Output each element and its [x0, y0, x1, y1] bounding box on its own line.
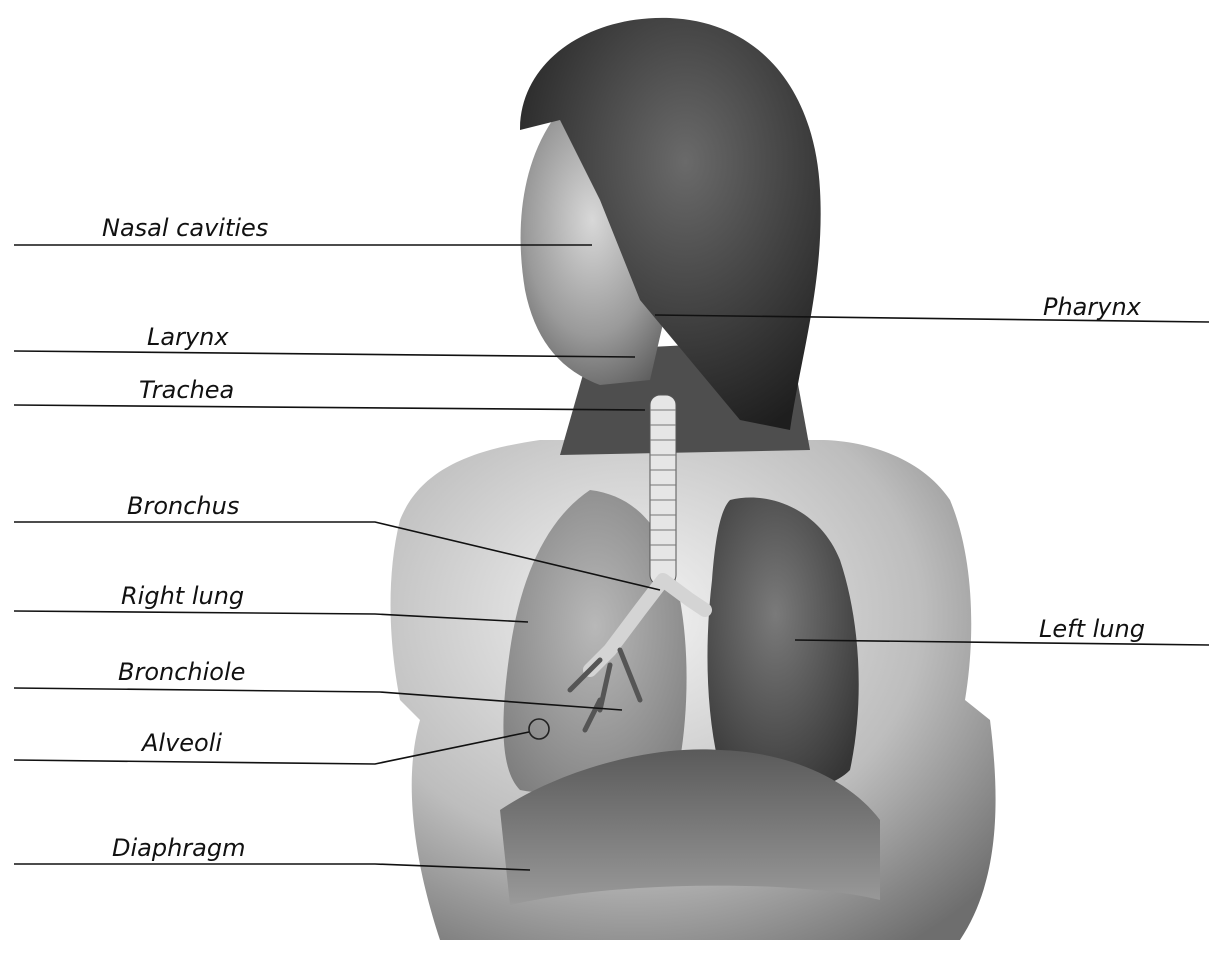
larynx-label: Larynx [147, 325, 229, 349]
nasal-cavities-label: Nasal cavities [102, 216, 268, 240]
torso-figure [391, 18, 996, 940]
alveoli-label: Alveoli [142, 731, 222, 755]
left-lung-label: Left lung [1039, 617, 1145, 641]
bronchiole-label: Bronchiole [118, 660, 245, 684]
pharynx-label: Pharynx [1043, 295, 1141, 319]
trachea-label: Trachea [139, 378, 234, 402]
diaphragm-label: Diaphragm [112, 836, 246, 860]
larynx-leader [14, 351, 635, 357]
trachea-shape [650, 395, 676, 585]
trachea-leader [14, 405, 645, 410]
right-lung-label: Right lung [121, 584, 244, 608]
bronchus-label: Bronchus [127, 494, 239, 518]
